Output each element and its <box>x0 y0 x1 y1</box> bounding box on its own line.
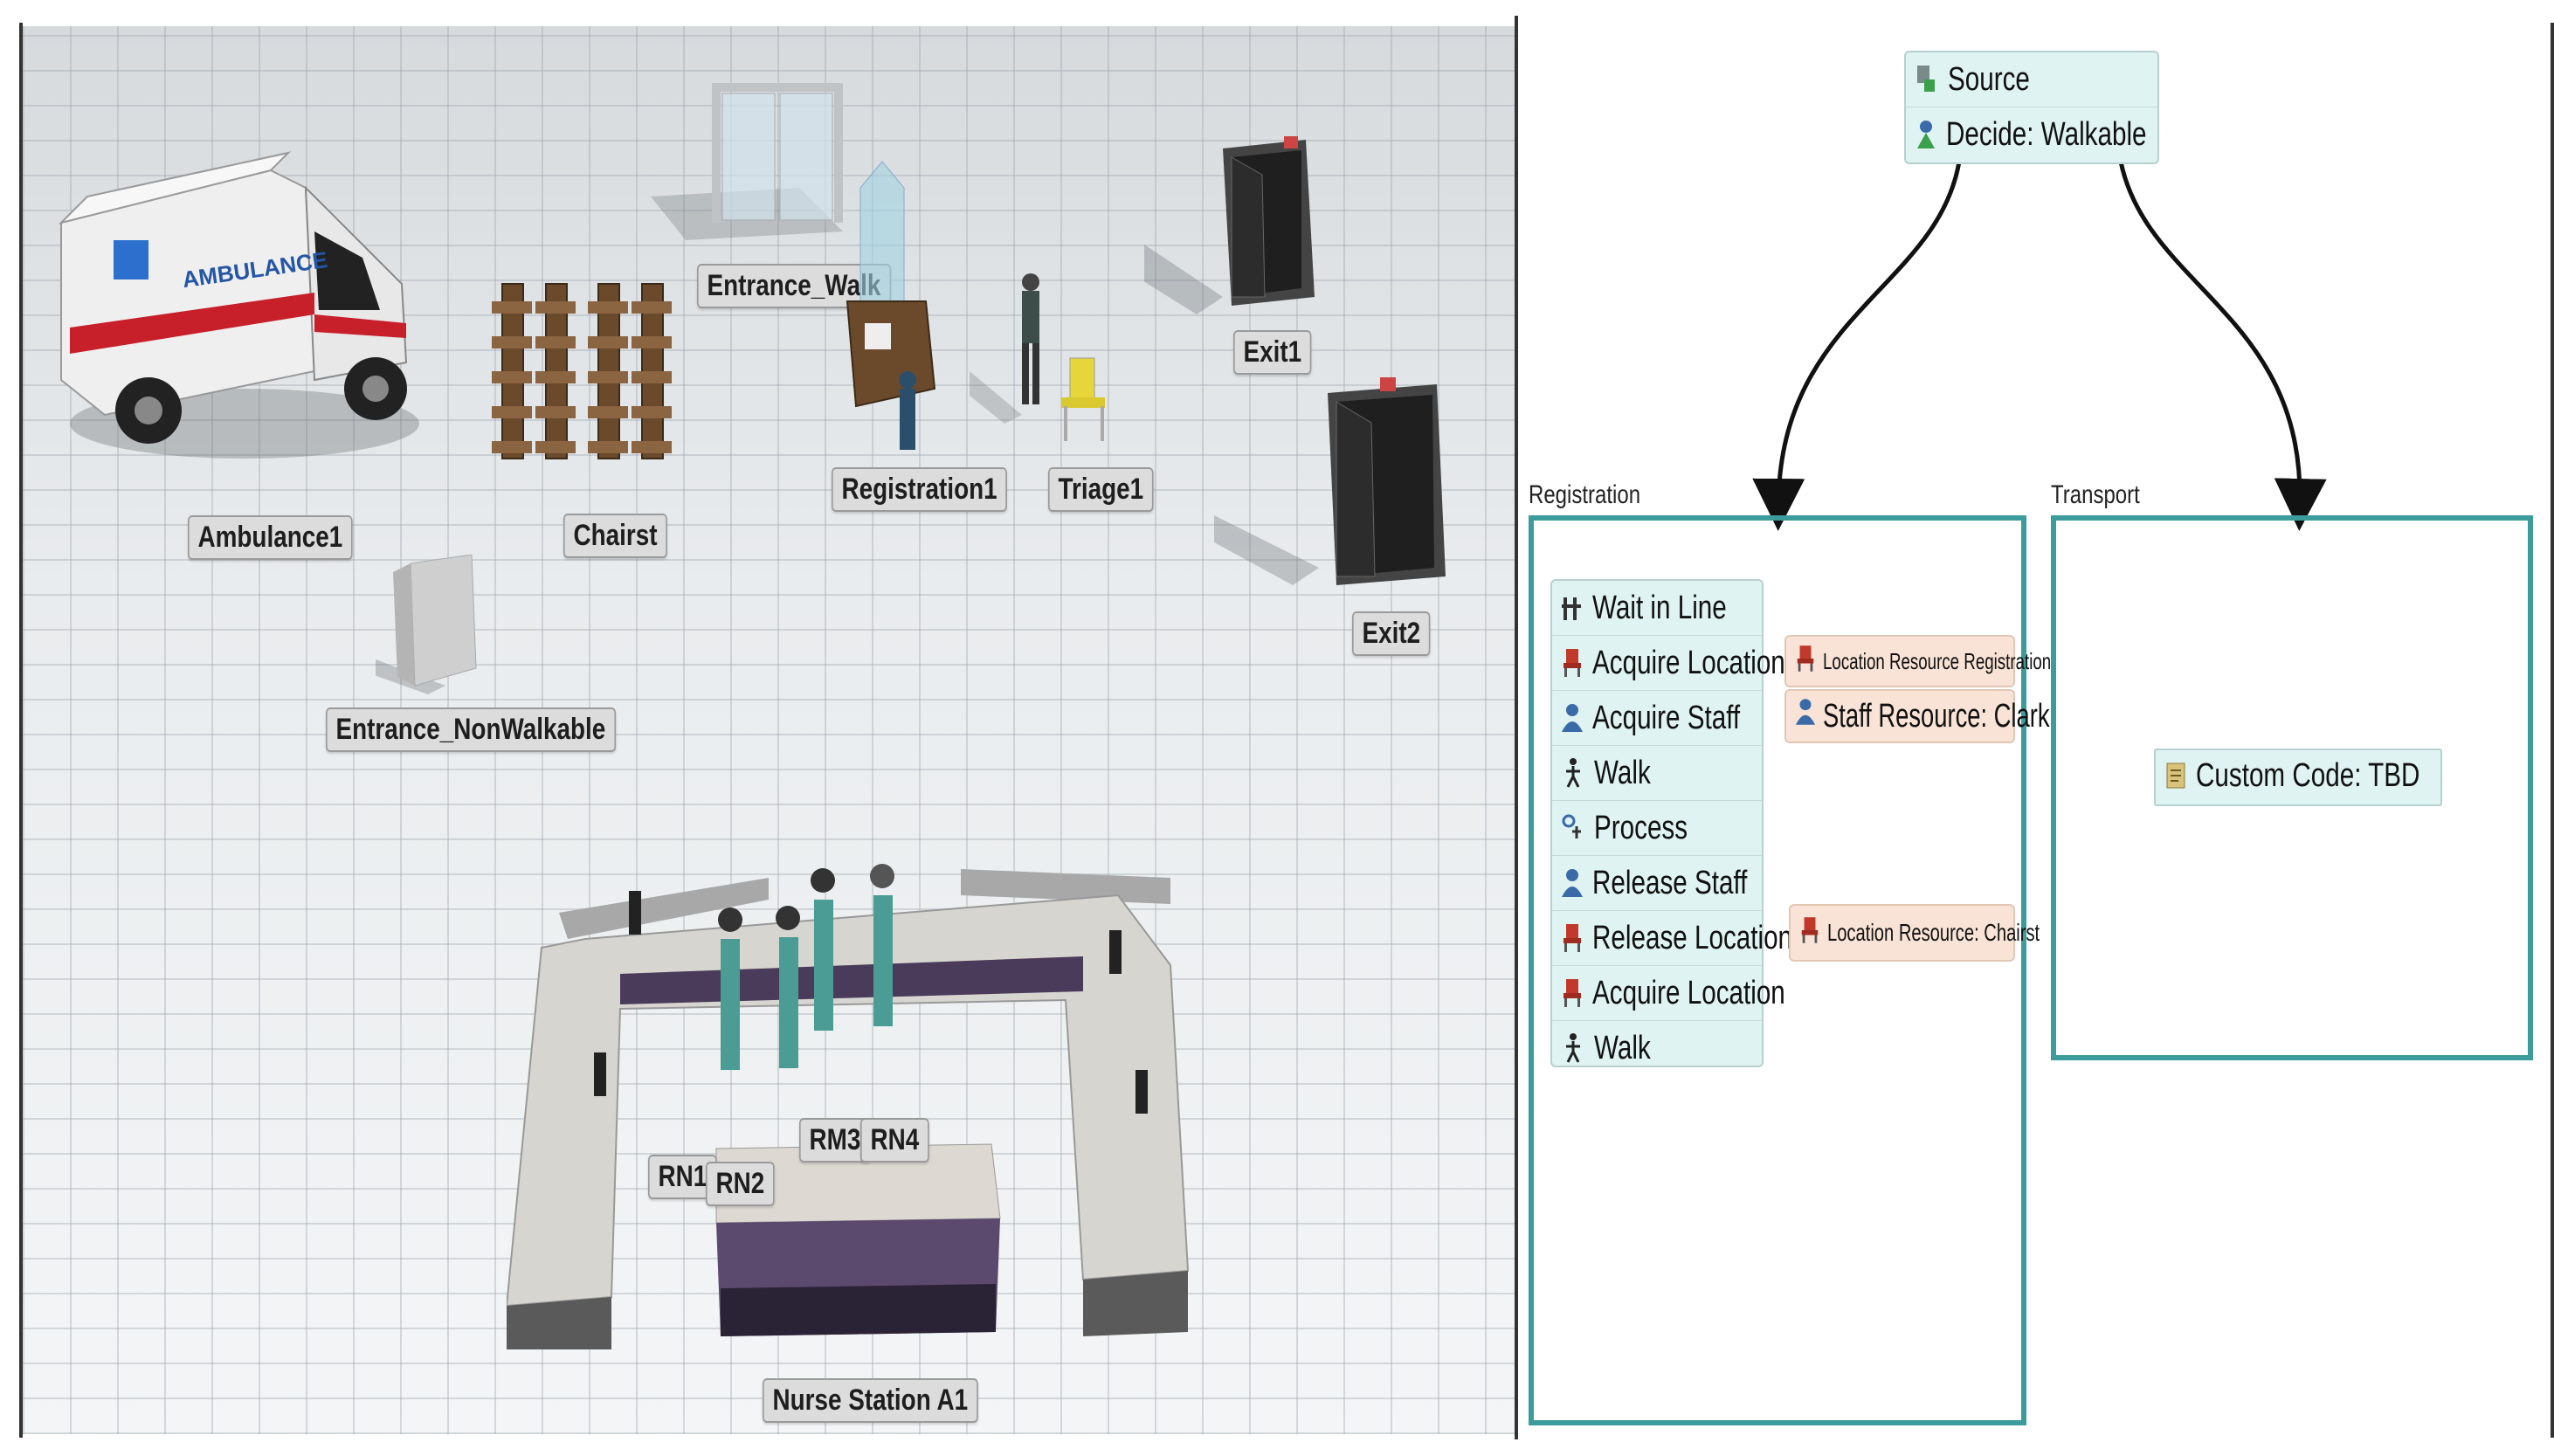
source-decide-block[interactable]: Source Decide: Walkable <box>1904 51 2159 164</box>
triage-area[interactable] <box>961 266 1127 459</box>
chairs-object[interactable] <box>485 266 694 493</box>
label-exit2[interactable]: Exit2 <box>1352 611 1431 656</box>
view-divider[interactable] <box>1515 16 1518 1439</box>
staff-icon <box>1795 697 1816 735</box>
door-icon <box>1197 377 1446 585</box>
wait-line-icon <box>1561 590 1584 625</box>
flow-item-walk[interactable]: Walk <box>1552 745 1762 800</box>
container-transport[interactable] <box>2051 515 2533 1060</box>
flow-item-release-staff[interactable]: Release Staff <box>1552 855 1762 910</box>
flow-item-acquire-staff[interactable]: Acquire Staff <box>1552 690 1762 745</box>
label-entrance-nonwalkable[interactable]: Entrance_NonWalkable <box>326 707 616 752</box>
door-icon <box>1127 136 1315 314</box>
label-ambulance[interactable]: Ambulance1 <box>188 515 353 560</box>
flow-item-label: Source <box>1948 60 2030 98</box>
panel-border <box>2551 23 2554 1438</box>
flow-item-wait-in-line[interactable]: Wait in Line <box>1552 581 1762 635</box>
flow-item-release-location[interactable]: Release Location <box>1552 910 1792 965</box>
flow-item-custom-code[interactable]: Custom Code: TBD <box>2156 750 2440 801</box>
flow-item-label: Acquire Location <box>1592 644 1785 681</box>
flow-item-label: Acquire Staff <box>1592 699 1741 736</box>
label-rn4[interactable]: RN4 <box>860 1118 929 1163</box>
label-entrance-walk[interactable]: Entrance_Walk <box>697 264 891 308</box>
exit2-door[interactable] <box>1197 367 1459 594</box>
container-title-transport: Transport <box>2051 480 2140 509</box>
resource-label: Location Resource: Chairst <box>1827 919 2040 946</box>
location-icon <box>1561 645 1584 680</box>
staff-icon <box>1561 700 1584 735</box>
registration-desk[interactable] <box>839 153 943 467</box>
walk-icon <box>1561 756 1585 790</box>
triage-icon <box>961 273 1105 441</box>
custom-code-icon <box>2164 758 2187 793</box>
flow-connectors <box>1752 161 2327 531</box>
flow-item-label: Acquire Location <box>1592 974 1785 1011</box>
container-title-registration: Registration <box>1529 480 1641 509</box>
transport-activity-block[interactable]: Custom Code: TBD <box>2154 749 2442 806</box>
decide-icon <box>1915 117 1937 152</box>
flow-item-label: Wait in Line <box>1592 589 1727 626</box>
ambulance-object[interactable]: AMBULANCE <box>52 135 419 476</box>
process-flow-panel[interactable]: Source Decide: Walkable Registration Wai… <box>1518 0 2554 1456</box>
flow-item-process[interactable]: Process <box>1552 800 1762 855</box>
flow-item-decide[interactable]: Decide: Walkable <box>1906 107 2157 162</box>
flow-item-acquire-location-2[interactable]: Acquire Location <box>1552 965 1785 1020</box>
location-icon <box>1799 915 1820 951</box>
sliding-door-icon <box>651 83 843 240</box>
nurse-station-icon <box>505 864 1190 1349</box>
model-3d-view[interactable]: AMBULANCE Ambulance1 Chairst <box>0 0 1518 1456</box>
box-icon <box>367 554 477 694</box>
nurse-station[interactable] <box>505 860 1223 1358</box>
label-chairs[interactable]: Chairst <box>563 514 668 558</box>
label-triage[interactable]: Triage1 <box>1048 467 1154 512</box>
flow-item-acquire-location[interactable]: Acquire Location <box>1552 635 1785 690</box>
label-exit1[interactable]: Exit1 <box>1233 330 1312 375</box>
flow-item-walk-2[interactable]: Walk <box>1552 1020 1762 1075</box>
flow-item-source[interactable]: Source <box>1906 52 2157 107</box>
source-icon <box>1915 62 1939 97</box>
registration-activity-block[interactable]: Wait in Line Acquire Location Acquire St… <box>1550 579 1792 1067</box>
exit1-door[interactable] <box>1127 131 1319 323</box>
flow-item-label: Walk <box>1594 1029 1651 1066</box>
flow-item-label: Release Location <box>1592 919 1793 956</box>
label-registration[interactable]: Registration1 <box>832 467 1008 512</box>
staff-icon <box>1561 866 1584 901</box>
entrance-walk-door[interactable] <box>651 74 860 249</box>
resource-location-chairst[interactable]: Location Resource: Chairst <box>1789 904 2040 962</box>
location-icon <box>1561 976 1584 1011</box>
chairs-icon <box>492 283 672 459</box>
location-icon <box>1795 644 1816 680</box>
resource-location-registration[interactable]: Location Resource Registration <box>1784 635 2051 687</box>
resource-staff-clark[interactable]: Staff Resource: Clark <box>1784 689 2050 743</box>
connector-registration <box>1752 161 1962 531</box>
resource-label: Staff Resource: Clark <box>1823 697 2050 735</box>
flow-item-label: Decide: Walkable <box>1946 115 2147 153</box>
location-icon <box>1561 921 1584 956</box>
registration-desk-icon <box>846 161 936 450</box>
label-nurse-station[interactable]: Nurse Station A1 <box>763 1378 978 1423</box>
label-rm3[interactable]: RM3 <box>799 1118 871 1163</box>
ambulance-icon: AMBULANCE <box>58 151 419 459</box>
container-registration[interactable] <box>1529 515 2026 1425</box>
flow-item-label: Custom Code: TBD <box>2196 756 2420 794</box>
flow-item-label: Walk <box>1594 754 1651 791</box>
flow-item-label: Process <box>1594 809 1688 846</box>
walk-icon <box>1561 1031 1585 1066</box>
label-rn2[interactable]: RN2 <box>706 1162 775 1206</box>
process-icon <box>1561 811 1585 845</box>
label-rn1[interactable]: RN1 <box>648 1155 717 1199</box>
connector-transport <box>2118 161 2327 531</box>
flow-item-label: Release Staff <box>1592 864 1748 901</box>
resource-label: Location Resource Registration <box>1823 647 2052 674</box>
view-border <box>19 23 23 1438</box>
entrance-nonwalkable-box[interactable] <box>367 554 480 694</box>
